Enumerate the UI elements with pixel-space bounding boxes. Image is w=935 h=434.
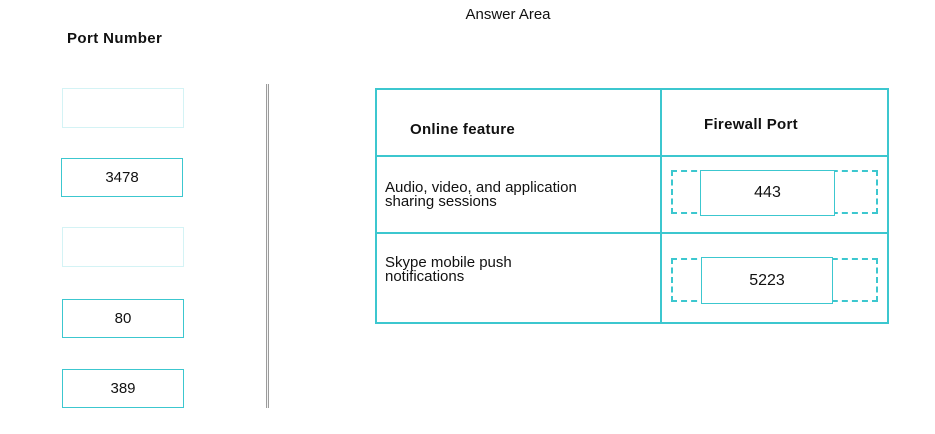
table-row-divider [377,232,887,234]
online-feature-header: Online feature [410,121,516,138]
port-option-3478[interactable]: 3478 [61,158,183,197]
table-column-divider [660,90,662,322]
placed-port-5223[interactable]: 5223 [701,257,833,304]
answer-table: Online feature Firewall Port Audio, vide… [375,88,889,324]
firewall-port-header: Firewall Port [704,116,798,133]
feature-skype-mobile-push: Skype mobile push notifications [385,254,512,285]
placed-port-443[interactable]: 443 [700,170,835,216]
answer-area-title: Answer Area [465,6,551,23]
port-slot-empty [62,88,184,128]
feature-audio-video-sharing: Audio, video, and application sharing se… [385,179,577,210]
port-number-heading: Port Number [67,30,163,47]
port-option-389[interactable]: 389 [62,369,184,408]
table-row-divider [377,155,887,157]
port-slot-empty [62,227,184,267]
port-option-80[interactable]: 80 [62,299,184,338]
panel-divider [266,84,269,408]
